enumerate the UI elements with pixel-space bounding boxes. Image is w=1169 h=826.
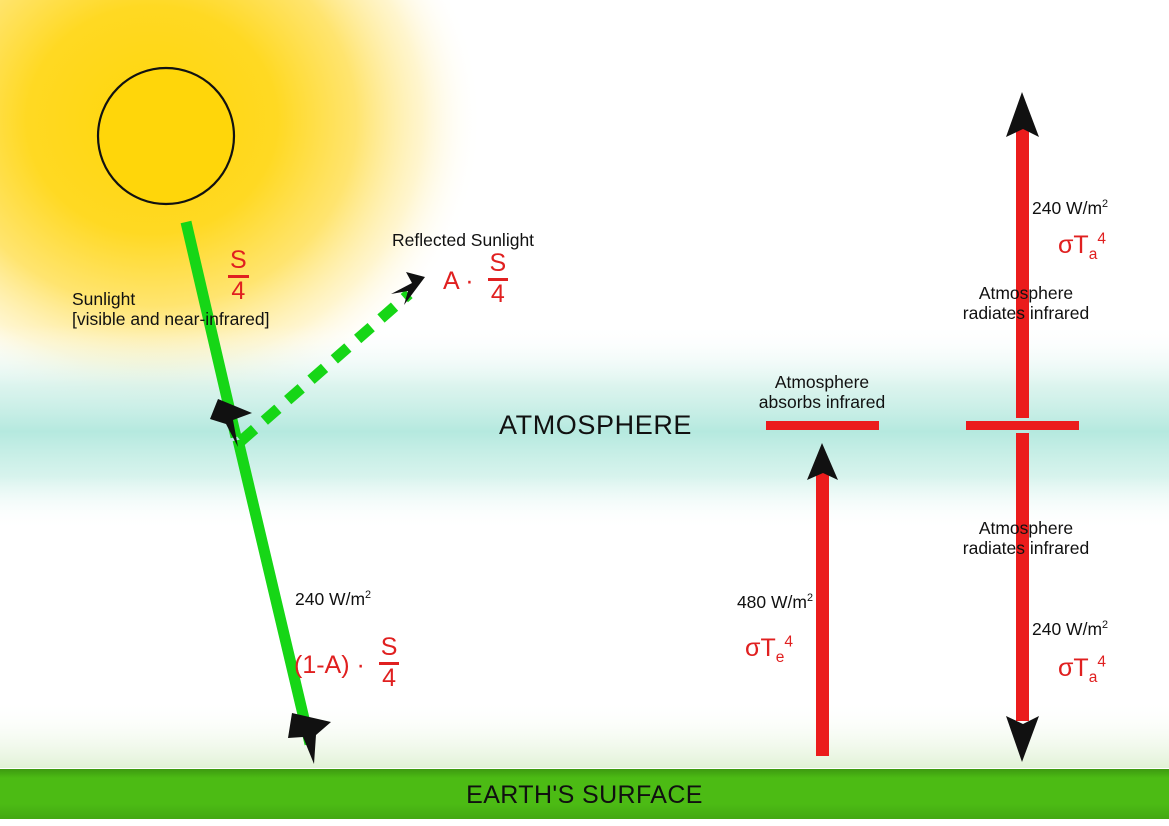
atmosphere-absorbs-caption: Atmosphere absorbs infrared: [758, 372, 886, 412]
surface-emission-sigma: σT: [745, 634, 776, 662]
reflected-flux-prefix: A ·: [443, 267, 474, 295]
surface-emission-value-text: 480 W/m: [736, 592, 807, 612]
atm-emission-up-subscript: a: [1088, 246, 1098, 263]
atmosphere-absorbs-line1: Atmosphere: [774, 372, 870, 392]
atm-ir-up-arrowhead: [1006, 92, 1039, 137]
atm-emission-down-value: 240 W/m2: [1032, 619, 1109, 640]
atm-emission-down-exponent: 4: [1097, 653, 1106, 671]
atm-radiates-lower-line1: Atmosphere: [978, 518, 1074, 538]
incoming-flux-denominator: 4: [231, 277, 246, 305]
incoming-flux-formula: S 4: [228, 248, 249, 306]
surface-ir-arrowhead: [807, 443, 838, 480]
atm-emission-down-subscript: a: [1088, 669, 1098, 686]
atm-emission-up-symbol: σTa4: [1058, 230, 1106, 262]
atm-radiates-caption-lower: Atmosphere radiates infrared: [962, 518, 1090, 558]
absorbed-surface-value-exponent: 2: [365, 589, 372, 602]
reflected-sunlight-label: Reflected Sunlight: [392, 230, 535, 250]
absorbed-surface-formula: (1-A) · S 4: [294, 633, 400, 693]
atm-ir-up-shaft: [1016, 118, 1029, 418]
sun-disc: [96, 66, 236, 206]
atm-emission-down-value-text: 240 W/m: [1032, 619, 1103, 639]
surface-ir-arrow-shaft: [816, 460, 829, 756]
atm-radiates-lower-line2: radiates infrared: [962, 537, 1090, 558]
absorbed-surface-value: 240 W/m2: [295, 589, 372, 610]
reflected-sunlight-arrowhead: [391, 272, 425, 305]
atm-emission-up-exponent: 4: [1097, 230, 1106, 248]
atm-emission-down-value-exponent: 2: [1102, 619, 1109, 632]
atm-ir-down-arrowhead: [1006, 716, 1039, 762]
sunlight-label-line1: Sunlight: [72, 289, 136, 309]
sunlight-arrowhead-atmosphere: [210, 399, 252, 447]
atmosphere-emit-bar: [966, 421, 1079, 430]
reflected-flux-formula: A · S 4: [443, 249, 509, 309]
atm-radiates-upper-line1: Atmosphere: [978, 283, 1074, 303]
surface-emission-value-exponent: 2: [806, 592, 813, 605]
sunlight-label: Sunlight [visible and near-infrared]: [72, 289, 270, 329]
surface-emission-subscript: e: [775, 649, 785, 666]
reflected-sunlight-beam: [237, 289, 413, 446]
surface-haze: [0, 700, 1169, 768]
incoming-flux-numerator: S: [230, 246, 247, 274]
absorbed-surface-formula-prefix: (1-A) ·: [294, 651, 365, 679]
reflected-flux-fraction: S 4: [487, 249, 509, 308]
earth-surface-label: EARTH'S SURFACE: [466, 781, 703, 809]
incoming-flux-fraction: S 4: [228, 248, 249, 304]
absorbed-surface-fraction: S 4: [378, 633, 400, 692]
atmosphere-absorbs-line2: absorbs infrared: [758, 391, 886, 412]
absorbed-surface-denominator: 4: [382, 664, 397, 692]
atm-radiates-upper-line2: radiates infrared: [962, 302, 1090, 323]
fraction-bar: [487, 278, 509, 281]
atm-emission-up-value: 240 W/m2: [1032, 198, 1109, 219]
atm-emission-down-symbol: σTa4: [1058, 653, 1106, 685]
atm-emission-up-value-exponent: 2: [1102, 198, 1109, 211]
earth-surface-bar: [0, 769, 1169, 819]
absorbed-surface-numerator: S: [380, 633, 398, 661]
reflected-flux-denominator: 4: [490, 280, 505, 308]
fraction-bar: [228, 275, 249, 278]
sunlight-beam-upper: [180, 220, 242, 439]
atm-emission-up-sigma: σT: [1058, 231, 1089, 259]
atm-emission-down-sigma: σT: [1058, 654, 1089, 682]
sunlight-arrowhead-surface: [288, 713, 331, 764]
surface-emission-value: 480 W/m2: [736, 592, 813, 613]
atm-ir-down-shaft: [1016, 433, 1029, 721]
reflected-flux-numerator: S: [489, 249, 507, 277]
fraction-bar: [378, 662, 400, 665]
absorbed-surface-value-text: 240 W/m: [295, 589, 366, 609]
surface-emission-symbol: σTe4: [745, 633, 793, 665]
atmosphere-absorb-bar: [766, 421, 879, 430]
atmosphere-label: ATMOSPHERE: [499, 410, 693, 440]
sunlight-label-line2: [visible and near-infrared]: [72, 308, 270, 329]
atm-emission-up-value-text: 240 W/m: [1032, 198, 1103, 218]
surface-emission-exponent: 4: [784, 633, 793, 651]
sunlight-beam-lower: [232, 438, 316, 746]
atm-radiates-caption-upper: Atmosphere radiates infrared: [962, 283, 1090, 323]
